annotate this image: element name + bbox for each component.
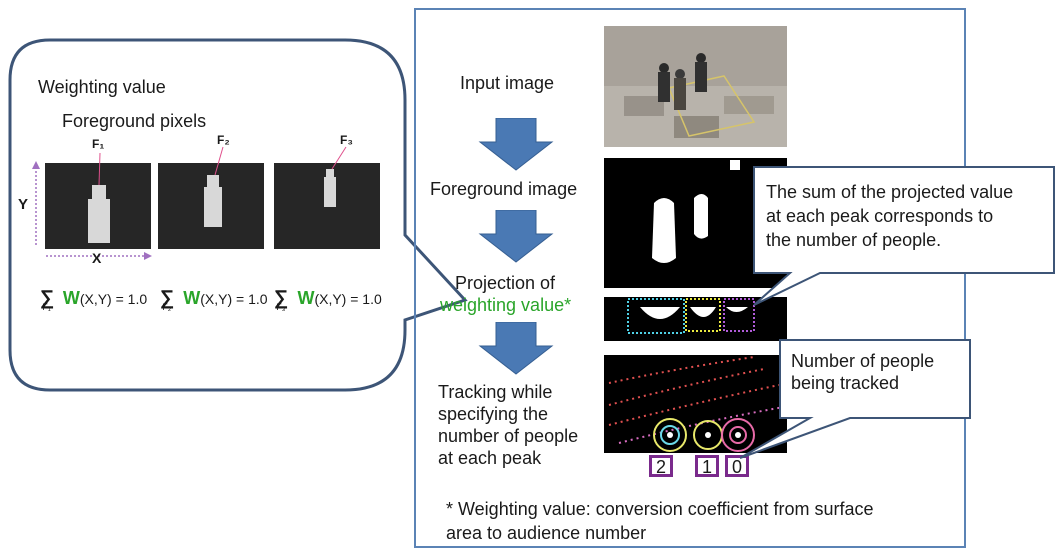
down-arrow-icon [478,322,554,375]
sum-callout-line-1: The sum of the projected value [766,182,1014,202]
footnote-line-2: area to audience number [446,523,647,543]
count-box: 1 [695,455,719,477]
tracked-callout-shape [739,339,971,459]
sum-callout-shape [753,166,1055,306]
figure-label-f3: F₃ [340,133,353,147]
step-tracking-line-2: specifying the [438,404,549,424]
footnote-line-1: * Weighting value: conversion coefficien… [446,499,874,519]
count-box: 0 [725,455,749,477]
input-image [604,26,787,147]
sum-callout-line-2: at each peak corresponds to [766,206,994,226]
tracked-callout-line-2: being tracked [791,373,900,393]
foreground-figures [32,146,380,260]
tracked-callout-line-1: Number of people [791,351,935,371]
figure-label-f1: F₁ [92,137,105,151]
x-axis-label: X [92,250,102,266]
sum-callout-line-3: the number of people. [766,230,942,250]
step-tracking-line-1: Tracking while [438,382,553,402]
down-arrow-icon [478,118,554,171]
step-projection-green-label: weighting value* [440,295,572,315]
step-tracking-line-4: at each peak [438,448,542,468]
foreground-pixels-label: Foreground pixels [62,111,207,131]
step-input-label: Input image [460,73,555,93]
step-tracking-line-3: number of people [438,426,579,446]
step-projection-label: Projection of [455,273,556,293]
process-frame [414,8,966,548]
step-foreground-label: Foreground image [430,179,578,199]
tracking-image [604,355,787,453]
count-box: 2 [649,455,673,477]
down-arrow-icon [478,210,554,263]
y-axis-label: Y [18,196,29,213]
figure-label-f2: F₂ [217,133,230,147]
weighting-title: Weighting value [38,77,166,97]
